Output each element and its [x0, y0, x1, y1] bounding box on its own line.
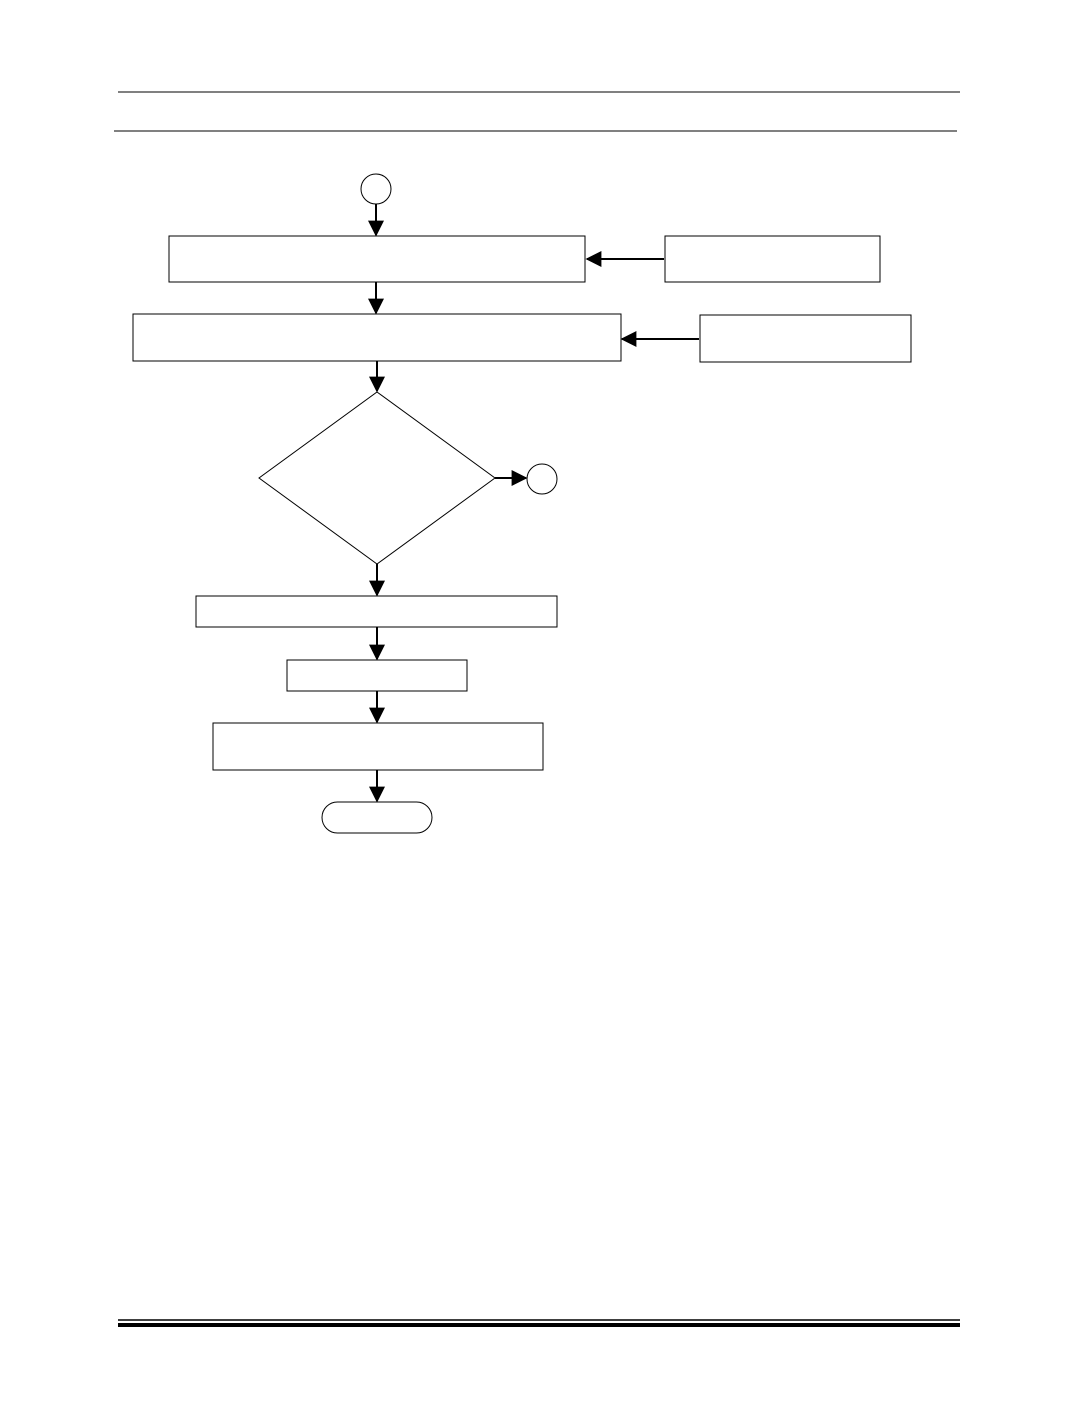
terminator-end-shape [321, 801, 433, 834]
node-input-1 [664, 235, 881, 283]
process-1-shape [168, 235, 586, 283]
node-decision-1 [258, 391, 496, 565]
connector-branch-shape [526, 463, 558, 495]
process-5-shape [212, 722, 544, 771]
node-process-4 [286, 659, 468, 692]
process-4-shape [286, 659, 468, 692]
nodes-layer [132, 173, 912, 834]
node-process-2 [132, 313, 622, 362]
process-3-shape [195, 595, 558, 628]
decision-1-shape [258, 391, 496, 565]
input-1-shape [664, 235, 881, 283]
edges-layer [368, 204, 699, 803]
node-process-5 [212, 722, 544, 771]
node-process-3 [195, 595, 558, 628]
connector-start-shape [360, 173, 392, 205]
node-process-1 [168, 235, 586, 283]
input-2-shape [699, 314, 912, 363]
node-input-2 [699, 314, 912, 363]
process-2-shape [132, 313, 622, 362]
node-connector-start [360, 173, 392, 205]
node-connector-branch [526, 463, 558, 495]
node-terminator-end [321, 801, 433, 834]
